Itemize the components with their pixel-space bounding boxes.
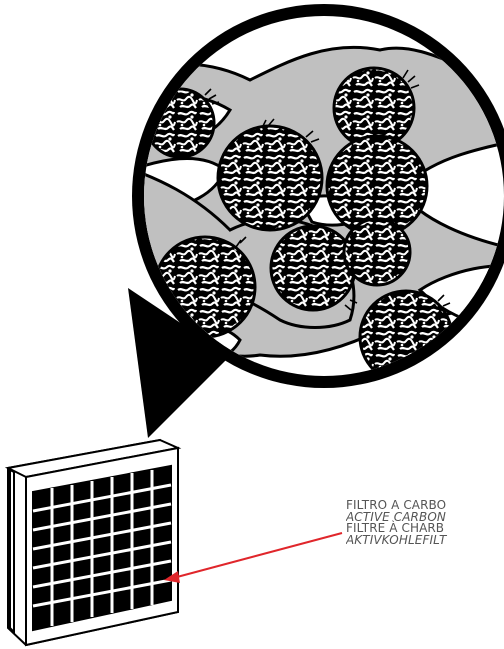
carbon-granule-icon <box>344 219 410 285</box>
carbon-filter-icon <box>8 440 178 645</box>
label-german: AKTIVKOHLEFILT <box>346 535 504 547</box>
filter-label-block: FILTRO A CARBO ACTIVE CARBON FILTRE À CH… <box>346 500 504 546</box>
carbon-granule-icon <box>271 226 355 310</box>
arrow-icon <box>164 533 342 583</box>
carbon-granule-icon <box>218 126 322 230</box>
